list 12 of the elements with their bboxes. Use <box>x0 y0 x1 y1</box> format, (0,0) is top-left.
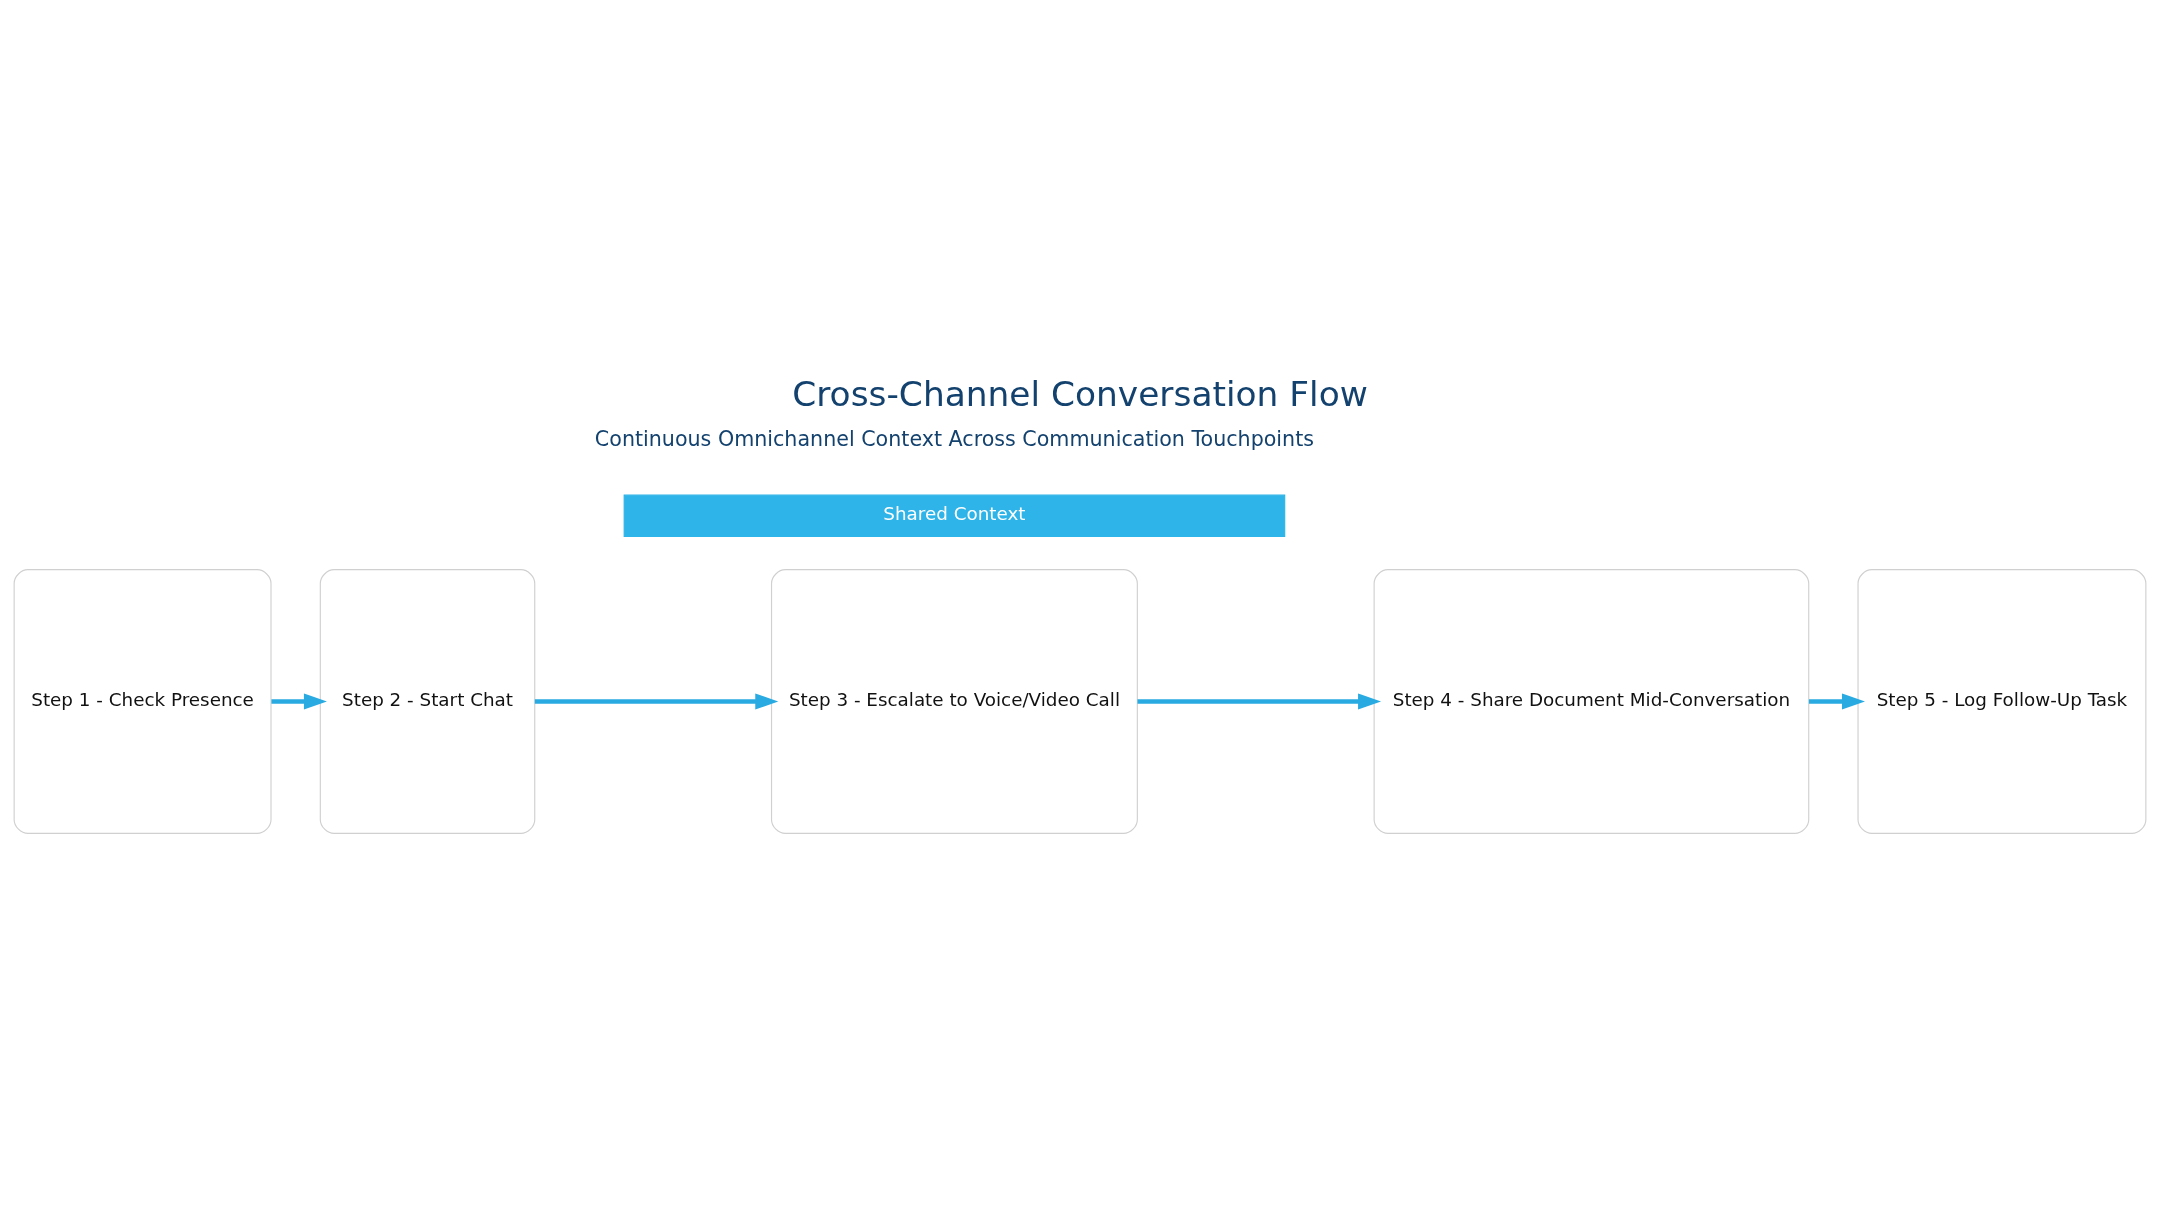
node-box: Step 1 - Check Presence <box>13 568 272 834</box>
diagram-title: Cross-Channel Conversation Flow <box>792 373 1368 414</box>
node-box: Step 2 - Start Chat <box>319 568 536 834</box>
arrow <box>1137 693 1382 710</box>
arrow <box>534 693 779 710</box>
label: Continuous Omnichannel Context Across Communication Touchpoints <box>594 426 1315 451</box>
arrow <box>1808 693 1865 710</box>
node-box: Step 4 - Share Document Mid-Conversation <box>1373 568 1810 834</box>
node-box: Shared Context <box>623 494 1286 537</box>
node-box: Step 3 - Escalate to Voice/Video Call <box>770 568 1138 834</box>
arrow <box>271 693 327 710</box>
node-box: Step 5 - Log Follow-Up Task <box>1857 568 2147 834</box>
